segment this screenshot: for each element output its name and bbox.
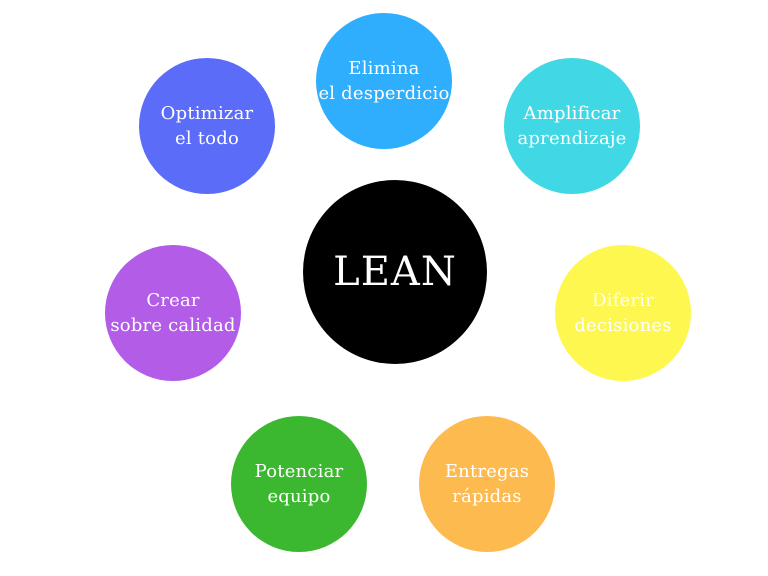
principle-line-1: Optimizar [160, 103, 254, 124]
principle-line-1: Potenciar [254, 461, 344, 482]
principle-line-1: Elimina [348, 58, 420, 79]
principle-circle-entregas: Entregas rápidas [419, 416, 555, 552]
principle-label: Diferir decisiones [574, 288, 671, 338]
principle-label: Crear sobre calidad [110, 288, 235, 338]
principle-line-1: Entregas [444, 461, 530, 482]
center-circle-lean: LEAN [303, 180, 487, 364]
principle-label: Elimina el desperdicio [318, 56, 449, 106]
principle-label: Optimizar el todo [161, 101, 254, 151]
principle-label: Potenciar equipo [255, 459, 344, 509]
principle-line-2: rápidas [452, 486, 522, 507]
principle-circle-amplificar: Amplificar aprendizaje [504, 58, 640, 194]
principle-circle-crear: Crear sobre calidad [105, 245, 241, 381]
principle-line-2: sobre calidad [110, 315, 236, 336]
principle-label: Entregas rápidas [445, 459, 529, 509]
principle-circle-optimizar: Optimizar el todo [139, 58, 275, 194]
center-label: LEAN [333, 250, 457, 294]
principle-line-1: Crear [146, 290, 200, 311]
principle-circle-elimina: Elimina el desperdicio [316, 13, 452, 149]
principle-circle-diferir: Diferir decisiones [555, 245, 691, 381]
principle-label: Amplificar aprendizaje [517, 101, 626, 151]
principle-line-1: Amplificar [523, 103, 621, 124]
principle-line-2: el desperdicio [318, 83, 450, 104]
principle-circle-potenciar: Potenciar equipo [231, 416, 367, 552]
principle-line-1: Diferir [592, 290, 654, 311]
principle-line-2: equipo [267, 486, 331, 507]
principle-line-2: aprendizaje [517, 128, 627, 149]
center-label-text: LEAN [333, 249, 457, 295]
principle-line-2: decisiones [574, 315, 672, 336]
principle-line-2: el todo [175, 128, 239, 149]
